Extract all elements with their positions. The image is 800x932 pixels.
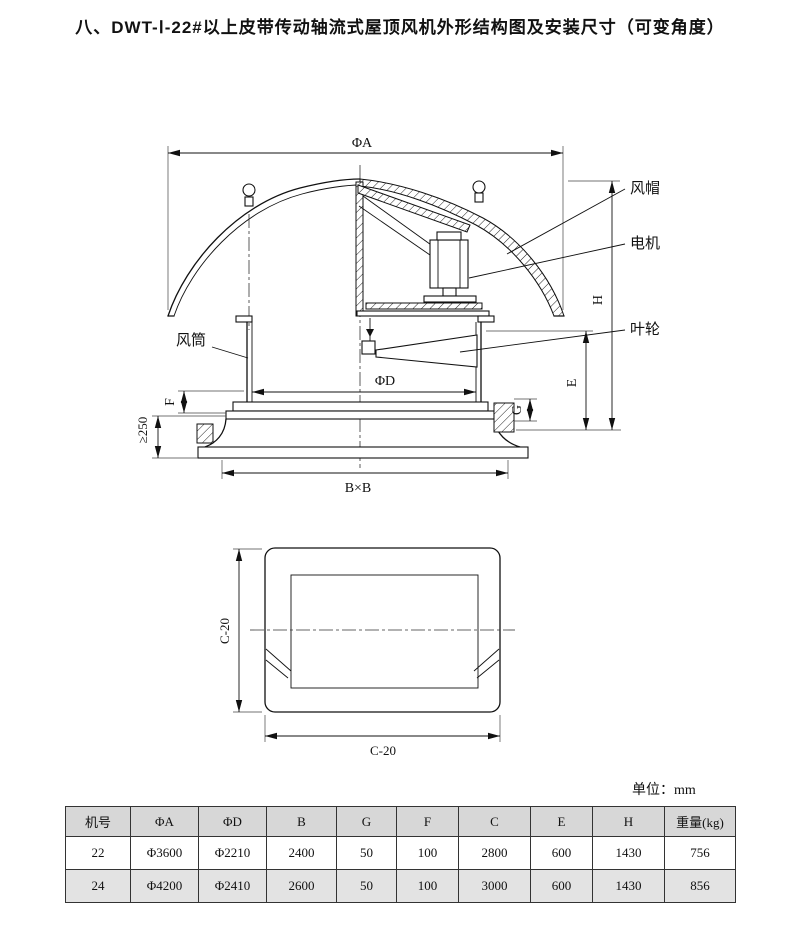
center-mast <box>355 181 364 317</box>
dim-label-c20-v: C-20 <box>217 618 232 644</box>
table-cell: 22 <box>65 836 131 870</box>
roof-curb-left <box>196 423 214 444</box>
base-flange <box>196 401 529 459</box>
dim-label-phi-d: ΦD <box>375 374 395 389</box>
top-view-inner <box>290 574 479 689</box>
table-header-cell: ΦD <box>198 806 267 837</box>
dim-e: E <box>486 330 593 430</box>
dim-phi-d: ΦD <box>252 374 476 396</box>
dim-min250: ≥250 <box>135 415 226 459</box>
dim-c20-horizontal: C-20 <box>264 715 501 758</box>
page-title: 八、DWT-Ⅰ-22#以上皮带传动轴流式屋顶风机外形结构图及安装尺寸（可变角度） <box>75 18 725 37</box>
table-cell: 3000 <box>458 869 531 903</box>
table-header-cell: ΦA <box>130 806 199 837</box>
top-view: C-20 C-20 <box>217 547 515 758</box>
table-header-cell: H <box>592 806 665 837</box>
table-header-row: 机号 ΦA ΦD B G F C E H 重量(kg) <box>65 806 736 837</box>
callout-impeller: 叶轮 <box>459 321 660 353</box>
front-view: ΦA ΦD H E <box>135 136 660 496</box>
table-cell: 1430 <box>592 869 665 903</box>
dim-label-h: H <box>591 295 606 305</box>
table-cell: 50 <box>336 869 397 903</box>
dim-phi-a: ΦA <box>167 136 564 310</box>
table-cell: 50 <box>336 836 397 870</box>
motor <box>423 231 477 303</box>
dim-label-c20-h: C-20 <box>370 743 396 758</box>
motor-platform <box>356 302 490 317</box>
dim-label-g: G <box>510 405 525 415</box>
belt-line <box>362 195 435 248</box>
table-cell: 100 <box>396 836 459 870</box>
dim-c20-vertical: C-20 <box>217 548 262 713</box>
roof-curb-right <box>493 402 515 433</box>
label-impeller: 叶轮 <box>630 321 660 338</box>
cap-strut <box>357 184 471 233</box>
table-cell: 600 <box>530 836 593 870</box>
table-header-cell: 机号 <box>65 806 131 837</box>
eye-stem-left <box>244 196 254 207</box>
callout-duct: 风筒 <box>176 332 249 359</box>
dim-f: F <box>163 390 244 414</box>
table-row: 22 Φ3600 Φ2210 2400 50 100 2800 600 1430… <box>65 836 736 870</box>
table-cell: 100 <box>396 869 459 903</box>
table-cell: Φ3600 <box>130 836 199 870</box>
table-cell: Φ4200 <box>130 869 199 903</box>
table-cell: 24 <box>65 869 131 903</box>
wind-cap <box>167 178 565 330</box>
table-header-cell: 重量(kg) <box>664 806 736 837</box>
dim-bxb: B×B <box>221 460 509 496</box>
table-row: 24 Φ4200 Φ2410 2600 50 100 3000 600 1430… <box>65 869 736 903</box>
table-header-cell: E <box>530 806 593 837</box>
callout-motor: 电机 <box>468 235 660 279</box>
dim-label-phi-a: ΦA <box>352 136 373 151</box>
table-cell: 2400 <box>266 836 337 870</box>
table-cell: 2800 <box>458 836 531 870</box>
table-cell: 2600 <box>266 869 337 903</box>
table-cell: 600 <box>530 869 593 903</box>
dim-label-min250: ≥250 <box>135 417 150 444</box>
lifting-eye-left <box>242 183 256 197</box>
table-cell: Φ2410 <box>198 869 267 903</box>
label-wind-cap: 风帽 <box>630 180 660 197</box>
dim-g: G <box>510 398 537 422</box>
dim-label-e: E <box>565 379 580 388</box>
table-header-cell: C <box>458 806 531 837</box>
label-motor: 电机 <box>630 235 660 252</box>
table-cell: 856 <box>664 869 736 903</box>
dim-label-bxb: B×B <box>345 481 372 496</box>
table-cell: 1430 <box>592 836 665 870</box>
unit-label: 单位：mm <box>632 783 696 798</box>
table-cell: Φ2210 <box>198 836 267 870</box>
table-header-cell: B <box>266 806 337 837</box>
lifting-eye-right <box>472 180 486 194</box>
label-duct: 风筒 <box>176 332 206 349</box>
callout-wind-cap: 风帽 <box>506 180 660 255</box>
dim-label-f: F <box>163 398 178 406</box>
table-cell: 756 <box>664 836 736 870</box>
dim-h: H <box>516 180 621 431</box>
spec-table: 机号 ΦA ΦD B G F C E H 重量(kg) 22 Φ3600 Φ22… <box>65 806 736 903</box>
belt-line <box>358 205 431 256</box>
impeller <box>361 318 478 368</box>
table-header-cell: G <box>336 806 397 837</box>
table-header-cell: F <box>396 806 459 837</box>
eye-stem-right <box>474 192 484 203</box>
